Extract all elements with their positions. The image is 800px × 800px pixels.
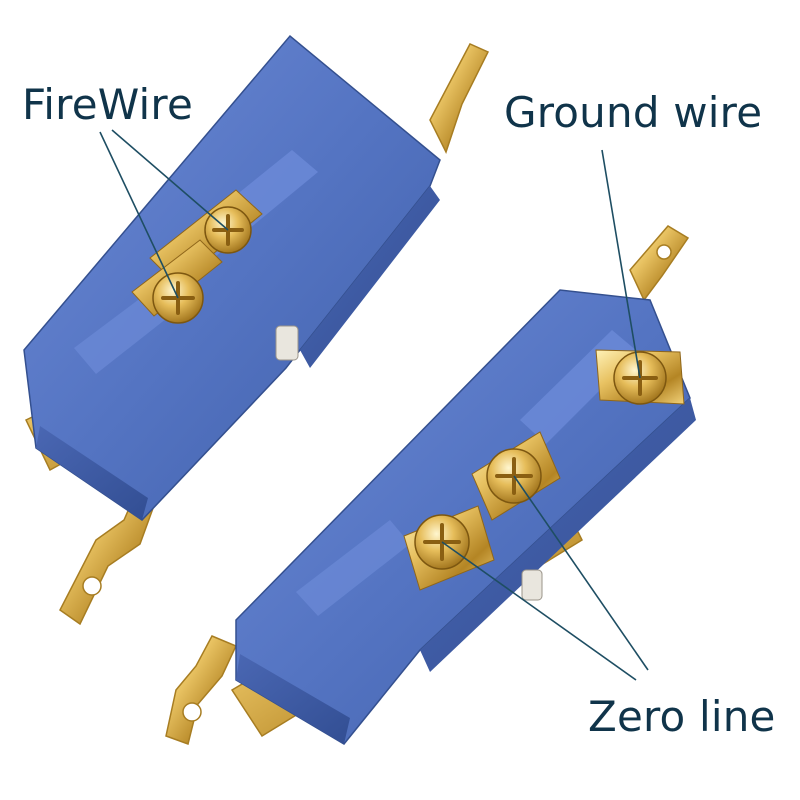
- ground-wire-label: Ground wire: [504, 88, 763, 137]
- firewire-leader-upper: [111, 129, 229, 231]
- firewire-leader-lower: [99, 131, 179, 299]
- zero-line-label: Zero line: [588, 692, 776, 741]
- ground-wire-leader: [601, 149, 641, 379]
- firewire-label: FireWire: [22, 80, 194, 129]
- left-receptacle: [23, 34, 490, 626]
- zero-line-leader-lower: [441, 541, 637, 681]
- right-receptacle: [165, 225, 696, 745]
- zero-line-leader-upper: [513, 475, 649, 671]
- leader-lines: [99, 129, 649, 681]
